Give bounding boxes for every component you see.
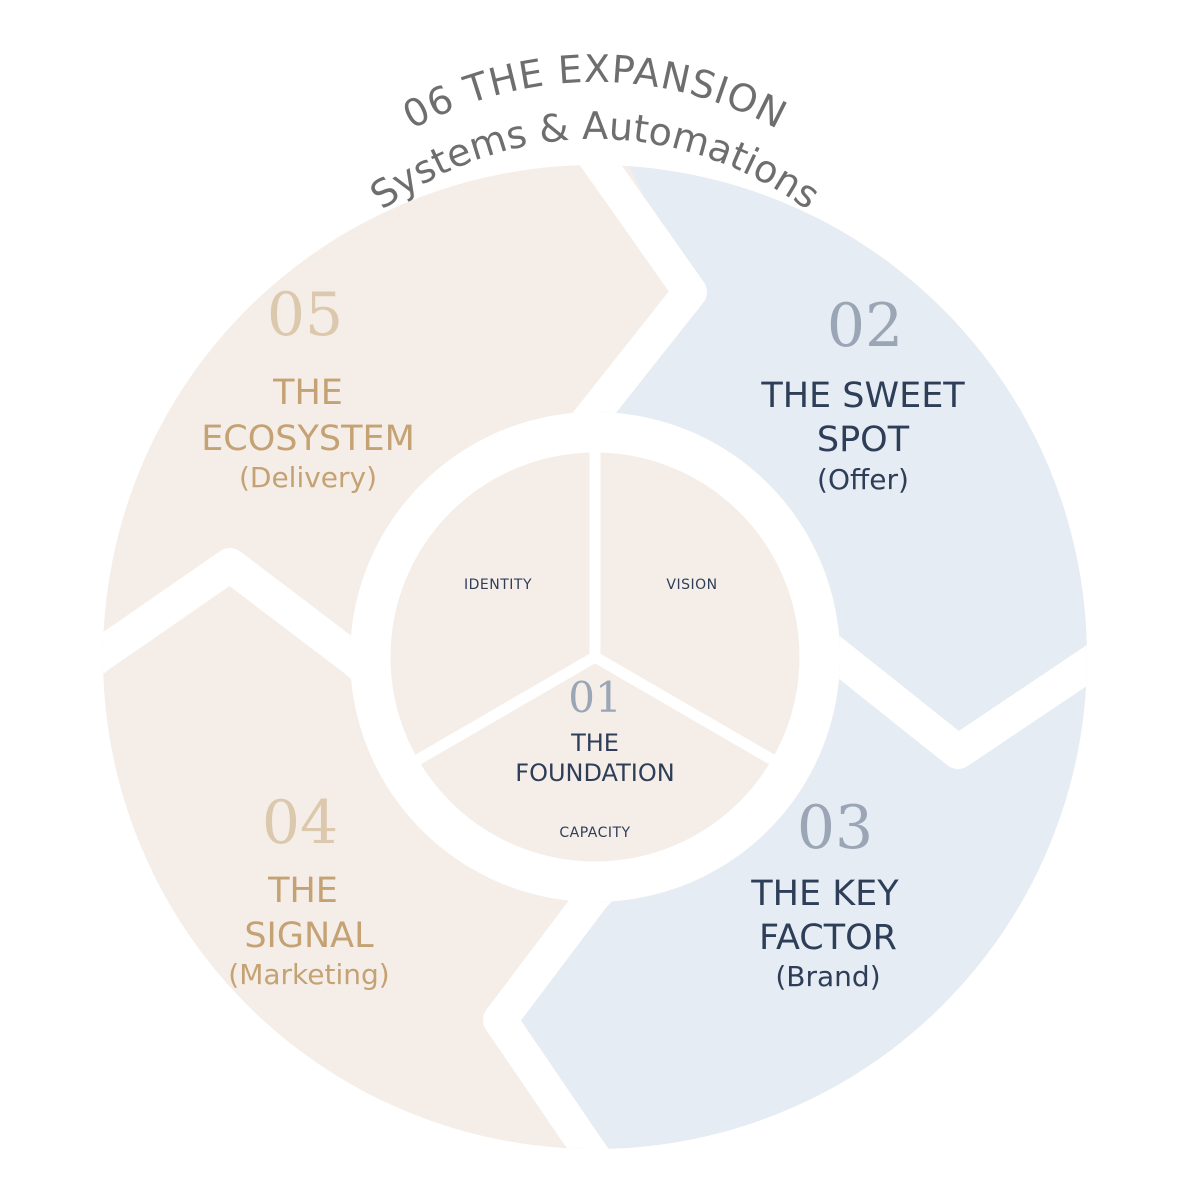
- segment-title-line1: THE KEY: [750, 874, 899, 914]
- segment-title-line2: FACTOR: [759, 918, 897, 958]
- segment-number: 03: [797, 793, 873, 863]
- core-title-line1: THE: [570, 729, 619, 757]
- segment-03-key-factor: 03 THE KEY FACTOR (Brand): [750, 793, 899, 993]
- core-title-line2: FOUNDATION: [515, 759, 674, 787]
- segment-title-line2: ECOSYSTEM: [201, 419, 415, 459]
- segment-title-line1: THE: [272, 373, 343, 413]
- core-circle: [389, 434, 801, 863]
- segment-number: 02: [827, 291, 903, 361]
- segment-subtitle: (Brand): [775, 960, 880, 993]
- segment-title-line1: THE SWEET: [760, 376, 965, 416]
- segment-02-sweet-spot: 02 THE SWEET SPOT (Offer): [760, 291, 965, 496]
- core-divider-right: [589, 651, 796, 776]
- segment-subtitle: (Marketing): [228, 958, 389, 991]
- segment-title-line1: THE: [267, 871, 338, 911]
- core-part-capacity: CAPACITY: [559, 825, 630, 841]
- segment-title-line2: SPOT: [817, 420, 910, 460]
- segment-number: 04: [262, 788, 338, 858]
- core-number: 01: [568, 673, 621, 722]
- segment-subtitle: (Offer): [817, 463, 909, 496]
- segment-number: 05: [267, 280, 343, 350]
- segment-05-ecosystem: 05 THE ECOSYSTEM (Delivery): [201, 280, 415, 494]
- core-part-vision: VISION: [666, 577, 717, 593]
- core-divider-left: [394, 651, 601, 776]
- segment-title-line2: SIGNAL: [244, 916, 374, 956]
- segment-subtitle: (Delivery): [239, 461, 377, 494]
- segment-04-signal: 04 THE SIGNAL (Marketing): [228, 788, 389, 991]
- core-part-identity: IDENTITY: [464, 577, 532, 593]
